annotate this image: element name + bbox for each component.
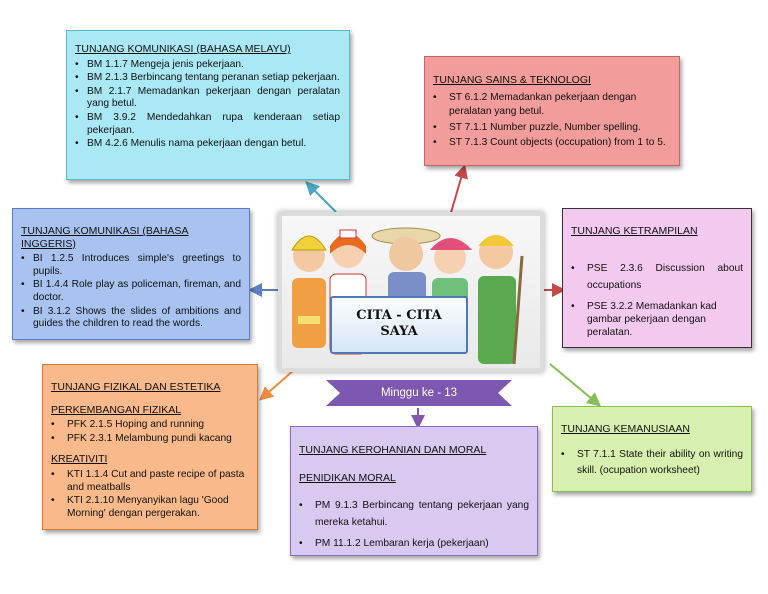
- gardener-figure: [478, 235, 524, 365]
- box-title: TUNJANG SAINS & TEKNOLOGI: [433, 74, 591, 86]
- list-item: BM 3.9.2 Mendedahkan rupa kenderaan seti…: [75, 112, 340, 137]
- box-title: TUNJANG KEMANUSIAAN: [561, 423, 690, 435]
- list-item: PSE 2.3.6 Discussion about occupations: [571, 260, 743, 294]
- list-item: BM 2.1.3 Berbincang tentang peranan seti…: [75, 72, 340, 85]
- box-ketrampilan: TUNJANG KETRAMPILAN PSE 2.3.6 Discussion…: [562, 208, 752, 348]
- list-item: ST 7.1.1 State their ability on writing …: [561, 447, 743, 479]
- item-list: BM 1.1.7 Mengeja jenis pekerjaan. BM 2.1…: [75, 59, 340, 151]
- title-banner: CITA - CITA SAYA: [330, 296, 468, 354]
- arrow-to-kemanusiaan: [549, 363, 602, 407]
- box-title: TUNJANG KOMUNIKASI (BAHASA MELAYU): [75, 43, 291, 55]
- box-title: TUNJANG KOMUNIKASI (BAHASA INGGERIS): [21, 225, 189, 250]
- box-kemanusiaan: TUNJANG KEMANUSIAAN ST 7.1.1 State their…: [552, 406, 752, 492]
- list-item: ST 7.1.3 Count objects (occupation) from…: [433, 136, 669, 151]
- box-title: TUNJANG KEROHANIAN DAN MORAL: [299, 444, 487, 456]
- item-list: ST 7.1.1 State their ability on writing …: [561, 447, 743, 479]
- item-list: PFK 2.1.5 Hoping and running PFK 2.3.1 M…: [51, 419, 249, 445]
- list-item: PM 11.1.2 Lembaran kerja (pekerjaan): [299, 537, 529, 551]
- section-heading: PERKEMBANGAN FIZIKAL: [51, 403, 182, 416]
- box-title: TUNJANG FIZIKAL DAN ESTETIKA: [51, 381, 221, 393]
- section-heading: KREATIVITI: [51, 453, 108, 466]
- list-item: BI 1.4.4 Role play as policeman, fireman…: [21, 279, 241, 304]
- box-kerohanian-moral: TUNJANG KEROHANIAN DAN MORAL PENIDIKAN M…: [290, 426, 538, 556]
- arrow-to-fizikal: [258, 369, 295, 401]
- list-item: KTI 1.1.4 Cut and paste recipe of pasta …: [51, 469, 249, 494]
- item-list: KTI 1.1.4 Cut and paste recipe of pasta …: [51, 469, 249, 520]
- workers-illustration: [291, 227, 524, 365]
- list-item: ST 7.1.1 Number puzzle, Number spelling.: [433, 121, 669, 136]
- box-bahasa-melayu: TUNJANG KOMUNIKASI (BAHASA MELAYU) BM 1.…: [66, 30, 350, 180]
- item-list: BI 1.2.5 Introduces simple's greetings t…: [21, 253, 241, 331]
- item-list: PSE 2.3.6 Discussion about occupations P…: [571, 260, 743, 339]
- list-item: BI 1.2.5 Introduces simple's greetings t…: [21, 253, 241, 278]
- box-title: TUNJANG KETRAMPILAN: [571, 225, 698, 237]
- arrow-to-bm: [305, 181, 337, 213]
- list-item: ST 6.1.2 Memadankan pekerjaan dengan per…: [433, 91, 669, 120]
- list-item: BM 1.1.7 Mengeja jenis pekerjaan.: [75, 59, 340, 72]
- week-ribbon: [326, 380, 512, 406]
- list-item: BM 4.2.6 Menulis nama pekerjaan dengan b…: [75, 138, 340, 151]
- list-item: PFK 2.1.5 Hoping and running: [51, 419, 249, 432]
- list-item: PSE 3.2.2 Memadankan kad gambar pekerjaa…: [571, 300, 743, 339]
- title-line-2: SAYA: [380, 324, 418, 339]
- list-item: BI 3.1.2 Shows the slides of ambitions a…: [21, 306, 241, 331]
- item-list: ST 6.1.2 Memadankan pekerjaan dengan per…: [433, 91, 669, 151]
- week-label: Minggu ke - 13: [380, 387, 458, 399]
- box-sains-teknologi: TUNJANG SAINS & TEKNOLOGI ST 6.1.2 Memad…: [424, 56, 680, 166]
- section-heading: PENIDIKAN MORAL: [299, 472, 396, 484]
- list-item: PM 9.1.3 Berbincang tentang pekerjaan ya…: [299, 497, 529, 531]
- list-item: BM 2.1.7 Memadankan pekerjaan dengan per…: [75, 86, 340, 111]
- construction-worker-figure: [291, 235, 327, 348]
- list-item: PFK 2.3.1 Melambung pundi kacang: [51, 433, 249, 446]
- title-line-1: CITA - CITA: [356, 308, 442, 323]
- box-fizikal-estetika: TUNJANG FIZIKAL DAN ESTETIKA PERKEMBANGA…: [42, 364, 258, 530]
- item-list: PM 9.1.3 Berbincang tentang pekerjaan ya…: [299, 497, 529, 551]
- box-bahasa-inggeris: TUNJANG KOMUNIKASI (BAHASA INGGERIS) BI …: [12, 208, 250, 340]
- arrow-to-st: [449, 164, 468, 217]
- list-item: KTI 2.1.10 Menyanyikan lagu 'Good Mornin…: [51, 495, 249, 520]
